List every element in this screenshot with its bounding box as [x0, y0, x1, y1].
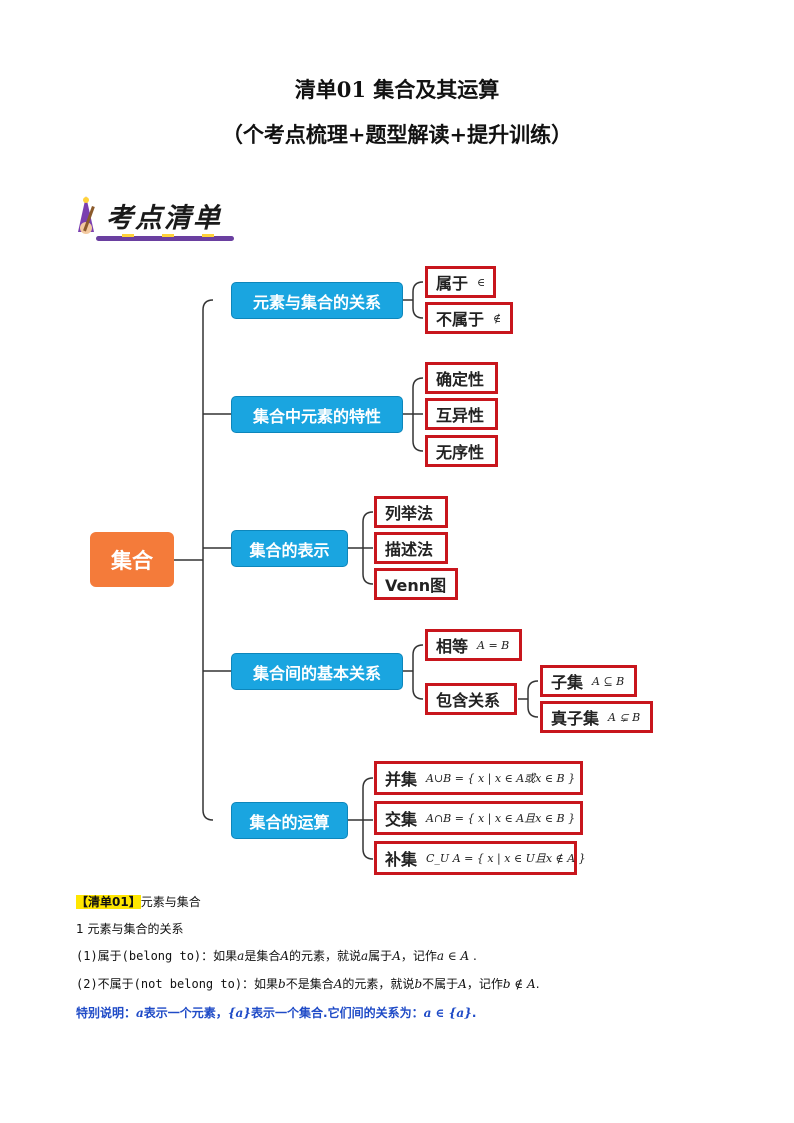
text-run: 不是集合: [285, 977, 334, 991]
node-math: C_U A = { x | x ∈ U且x ∉ A }: [426, 852, 586, 865]
math-var: b: [414, 977, 423, 991]
node-union: 并集 A∪B = { x | x ∈ A或x ∈ B }: [374, 761, 583, 795]
section-banner: 考点清单: [72, 192, 237, 244]
node-label: 相等: [436, 637, 469, 656]
text-run: .: [535, 977, 540, 991]
paragraph-belongs: (1)属于(belong to)：如果a是集合A的元素，就说a属于A，记作a ∈…: [76, 947, 477, 964]
math-expression: a ∈ A: [436, 949, 470, 963]
branch-element-properties: 集合中元素的特性: [231, 396, 403, 433]
node-math: ∉: [493, 311, 502, 325]
node-description-method: 描述法: [374, 532, 448, 564]
math-var: b: [278, 977, 286, 991]
node-intersection: 交集 A∩B = { x | x ∈ A且x ∈ B }: [374, 801, 583, 835]
text-run: 属于: [368, 949, 393, 963]
math-var: A: [392, 949, 401, 963]
node-math: A ⊊ B: [608, 710, 641, 724]
branch-element-set-relation: 元素与集合的关系: [231, 282, 403, 319]
section-heading: 1 元素与集合的关系: [76, 922, 184, 936]
text-run: ，记作: [400, 949, 437, 963]
branch-set-operations: 集合的运算: [231, 802, 348, 839]
node-label: 不属于: [436, 310, 485, 329]
node-complement: 补集 C_U A = { x | x ∈ U且x ∉ A }: [374, 841, 586, 875]
node-label: 交集: [385, 810, 418, 829]
checklist-heading: 【清单01】元素与集合: [76, 893, 201, 910]
node-label: 并集: [385, 770, 418, 789]
node-math: A∪B = { x | x ∈ A或x ∈ B }: [426, 772, 576, 785]
math-var: A: [333, 977, 343, 991]
text-run: ，记作: [466, 977, 503, 991]
text-run: 不属于: [422, 977, 459, 991]
banner-dash: [122, 234, 134, 237]
text-run: (2)不属于(not belong to)：如果: [76, 977, 279, 991]
branch-set-representation: 集合的表示: [231, 530, 348, 567]
banner-underline: [96, 236, 234, 241]
mindmap-root: 集合: [90, 532, 174, 587]
math-var: a: [361, 949, 369, 963]
text-run: 是集合: [244, 949, 281, 963]
banner-text: 考点清单: [106, 203, 222, 234]
text-run: (1)属于(belong to)：如果: [76, 949, 238, 963]
math-var: A: [280, 949, 289, 963]
node-label: 属于: [436, 274, 469, 293]
math-var: a: [237, 949, 245, 963]
node-equal: 相等 A = B: [425, 629, 522, 661]
wizard-icon: [78, 196, 95, 234]
math-var: A: [458, 977, 467, 991]
node-not-belongs: 不属于 ∉: [425, 302, 513, 334]
math-expression: b ∉ A: [502, 977, 536, 991]
math-expression: {a}: [227, 1006, 252, 1020]
node-math: A∩B = { x | x ∈ A且x ∈ B }: [426, 812, 576, 825]
math-var: a: [136, 1006, 144, 1020]
banner-dash: [202, 234, 214, 237]
node-math: A = B: [477, 638, 510, 652]
node-belongs: 属于 ∈: [425, 266, 496, 298]
node-proper-subset: 真子集 A ⊊ B: [540, 701, 653, 733]
math-expression: a ∈ {a}: [423, 1006, 472, 1020]
node-subset: 子集 A ⊆ B: [540, 665, 637, 697]
node-distinctness: 互异性: [425, 398, 498, 430]
node-inclusion: 包含关系: [425, 683, 517, 715]
text-run: .: [471, 1006, 477, 1020]
text-run: 表示一个集合.它们间的关系为：: [251, 1006, 424, 1020]
branch-set-basic-relations: 集合间的基本关系: [231, 653, 403, 690]
text-run: 表示一个元素，: [143, 1006, 228, 1020]
node-determinacy: 确定性: [425, 362, 498, 394]
node-roster-method: 列举法: [374, 496, 448, 528]
node-label: 子集: [551, 673, 584, 692]
text-run: .: [469, 949, 477, 963]
node-label: 补集: [385, 850, 418, 869]
node-unorderedness: 无序性: [425, 435, 498, 467]
node-venn-diagram: Venn图: [374, 568, 458, 600]
checklist-tag: 【清单01】: [76, 895, 141, 909]
special-note: 特别说明：a表示一个元素，{a}表示一个集合.它们间的关系为：a ∈ {a}.: [76, 1004, 476, 1021]
document-title: 清单01 集合及其运算: [294, 77, 500, 102]
text-run: 的元素，就说: [289, 949, 362, 963]
note-label: 特别说明：: [76, 1006, 137, 1020]
node-label: 真子集: [551, 709, 600, 728]
node-math: A ⊆ B: [592, 674, 625, 688]
node-math: ∈: [477, 275, 486, 289]
paragraph-not-belongs: (2)不属于(not belong to)：如果b不是集合A的元素，就说b不属于…: [76, 975, 540, 992]
document-subtitle: （个考点梳理+题型解读+提升训练）: [221, 122, 573, 147]
checklist-title: 元素与集合: [140, 895, 201, 909]
text-run: 的元素，就说: [342, 977, 415, 991]
banner-dash: [162, 234, 174, 237]
